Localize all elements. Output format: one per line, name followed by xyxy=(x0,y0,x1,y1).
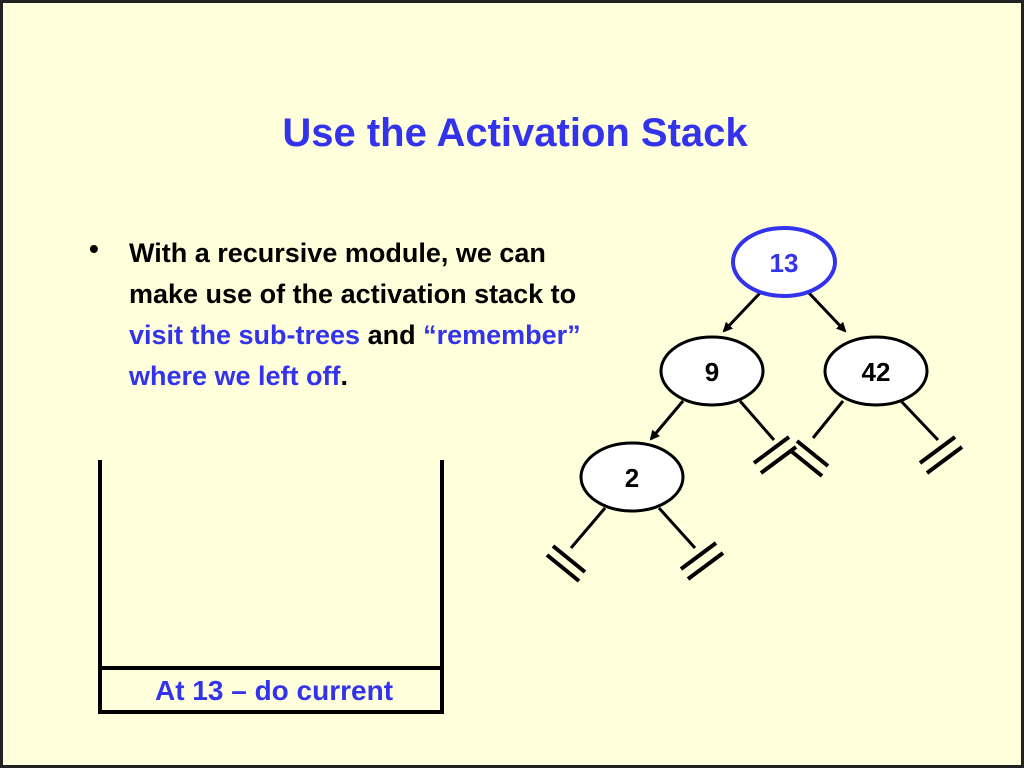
edge-9-right-null xyxy=(738,400,776,441)
tree-node-42: 42 xyxy=(823,335,929,407)
bullet-marker: • xyxy=(89,233,99,264)
node-circle-42 xyxy=(823,335,929,407)
edge-13-to-42 xyxy=(807,291,847,333)
null-terminator-2-right xyxy=(679,541,725,581)
node-label-9: 9 xyxy=(705,357,719,387)
node-label-13: 13 xyxy=(770,248,799,278)
activation-stack xyxy=(98,460,444,714)
stack-frame-label: At 13 – do current xyxy=(154,675,394,706)
tree-node-2: 2 xyxy=(579,441,685,513)
bullet-text: With a recursive module, we can make use… xyxy=(129,233,599,397)
bullet-text-part3: . xyxy=(340,361,349,391)
node-circle-13 xyxy=(731,226,837,298)
node-label-42: 42 xyxy=(862,357,891,387)
slide-title: Use the Activation Stack xyxy=(282,111,748,155)
null-terminator-42-left xyxy=(789,439,830,478)
null-terminator-9-right xyxy=(752,435,798,475)
bullet-highlight-visit: visit the sub-trees xyxy=(129,320,361,350)
edge-13-to-9 xyxy=(722,291,762,333)
tree-node-13: 13 xyxy=(731,226,837,298)
bullet-text-part1: With a recursive module, we can make use… xyxy=(129,238,577,309)
bullet-text-part2: and xyxy=(360,320,424,350)
tree-node-9: 9 xyxy=(659,335,765,407)
null-terminator-2-left xyxy=(545,544,587,583)
null-terminators xyxy=(545,435,964,583)
null-terminator-42-right xyxy=(918,435,964,475)
edge-2-left-null xyxy=(569,507,607,549)
edge-9-to-2 xyxy=(649,400,685,441)
edge-2-right-null xyxy=(657,506,697,550)
node-label-2: 2 xyxy=(625,463,639,493)
node-circle-2 xyxy=(579,441,685,513)
tree-edges xyxy=(569,291,940,550)
edge-42-left-null xyxy=(811,400,845,439)
node-circle-9 xyxy=(659,335,765,407)
bullet-highlight-remember: “remember” where we left off xyxy=(129,320,581,391)
edge-42-right-null xyxy=(899,399,940,442)
tree-and-stack-diagram: 13 9 42 2 xyxy=(98,226,964,714)
